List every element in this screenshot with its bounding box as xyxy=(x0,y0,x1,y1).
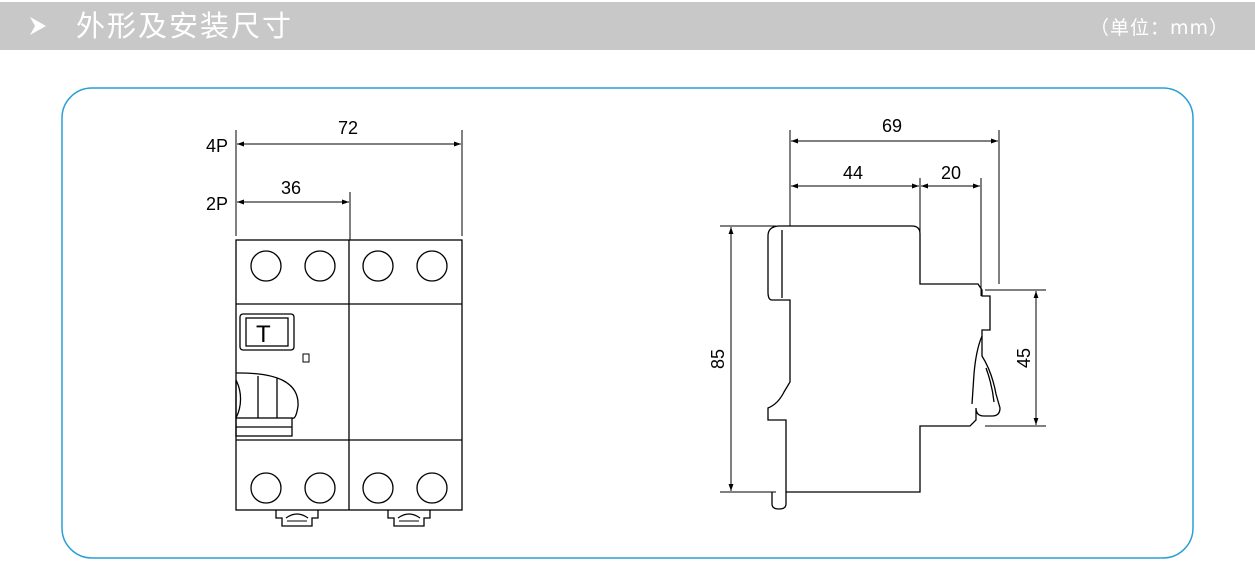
side-rail-tab xyxy=(771,492,787,510)
section-header: 外形及安装尺寸 （单位：mm） xyxy=(0,2,1255,50)
terminal-bottom-3 xyxy=(362,472,394,504)
indicator-window xyxy=(302,353,310,363)
test-button xyxy=(239,313,295,351)
toggle-handle xyxy=(235,379,242,419)
unit-label: （单位：mm） xyxy=(1089,17,1229,39)
din-clip-right xyxy=(387,510,431,527)
dim-69-value: 69 xyxy=(882,116,902,136)
terminal-top-3 xyxy=(362,250,394,282)
terminal-top-1 xyxy=(250,250,282,282)
dim-85-value: 85 xyxy=(708,349,728,369)
chevron-right-icon xyxy=(30,17,46,35)
terminal-bottom-4 xyxy=(416,472,448,504)
front-view: 4P 2P 72 36 T xyxy=(206,118,463,527)
dim-2p-value: 36 xyxy=(281,178,301,198)
din-clip-left xyxy=(275,510,319,527)
terminal-top-2 xyxy=(304,250,336,282)
dim-20-value: 20 xyxy=(941,163,961,183)
label-4p: 4P xyxy=(206,136,228,156)
label-2p: 2P xyxy=(206,194,228,214)
dim-44-value: 44 xyxy=(843,163,863,183)
dim-4p-value: 72 xyxy=(338,118,358,138)
side-body-profile xyxy=(767,225,1001,493)
test-button-label: T xyxy=(256,321,271,348)
dim-45-value: 45 xyxy=(1014,348,1034,368)
terminal-bottom-1 xyxy=(250,472,282,504)
terminal-bottom-2 xyxy=(304,472,336,504)
section-title: 外形及安装尺寸 xyxy=(76,9,294,43)
side-view: 69 44 20 85 45 xyxy=(708,116,1046,510)
terminal-top-4 xyxy=(416,250,448,282)
diagram-frame xyxy=(61,87,1194,559)
